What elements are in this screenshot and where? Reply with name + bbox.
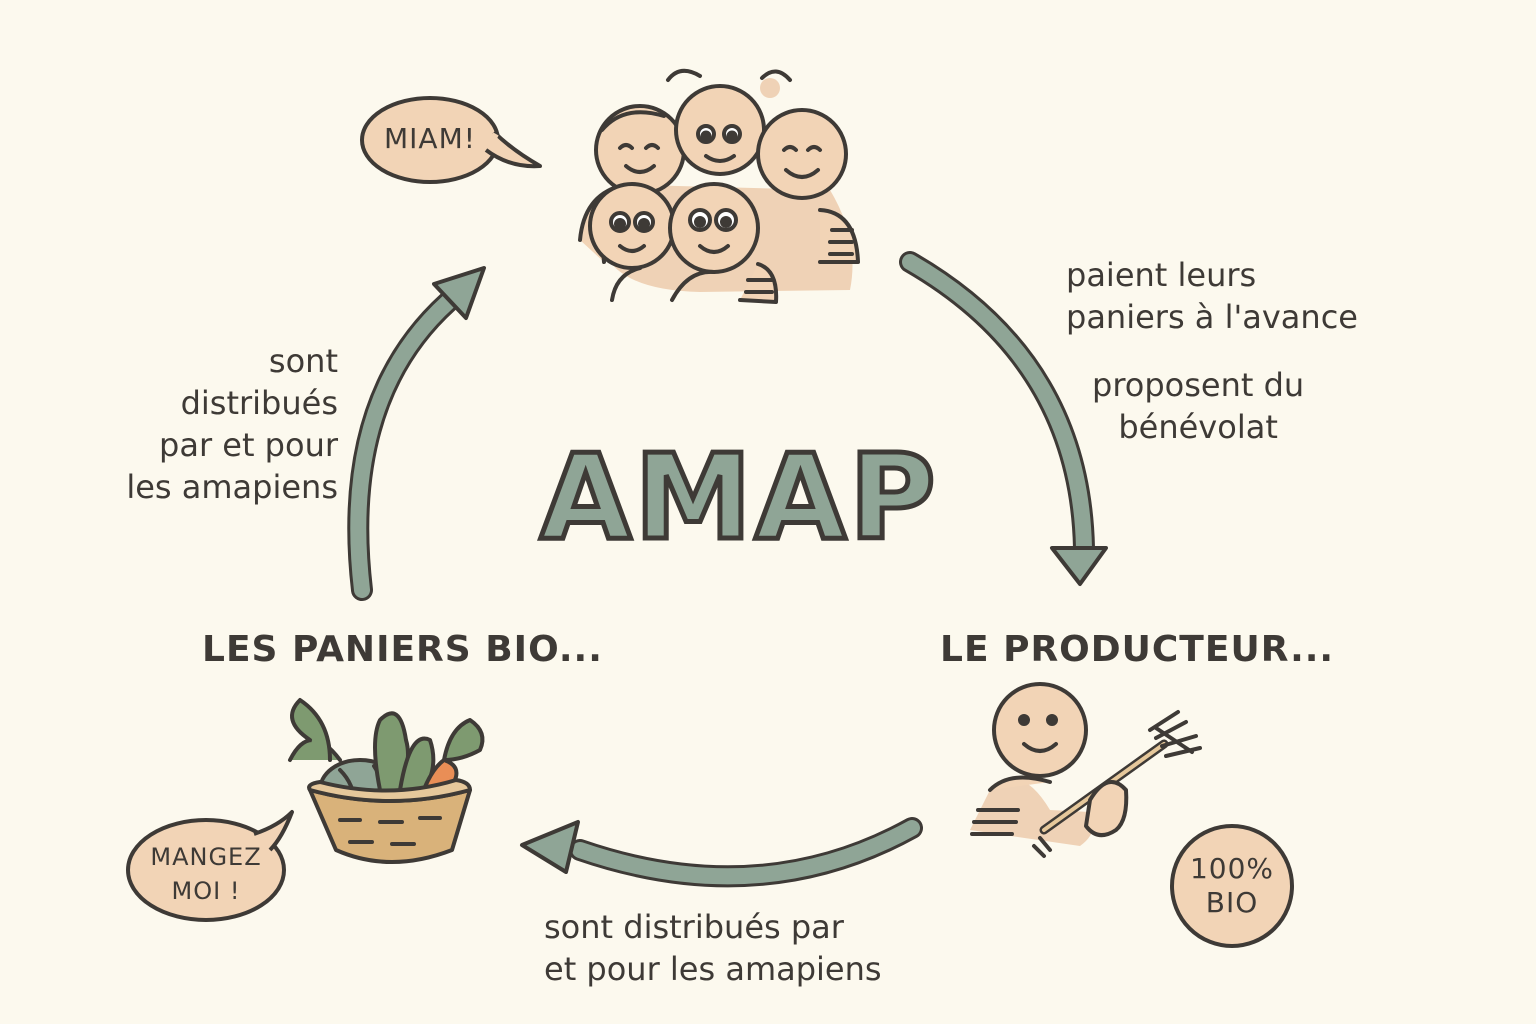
arrow-consumers-to-producer <box>899 251 1108 586</box>
bio-badge-text: 100% BIO <box>1189 852 1275 919</box>
arrow-producer-to-baskets <box>520 817 923 888</box>
vegetable-basket-illustration <box>288 698 485 864</box>
mangez-moi-speech-bubble <box>126 810 294 922</box>
bio-badge <box>1170 824 1294 948</box>
consumers-group-illustration <box>578 68 860 304</box>
miam-speech-bubble <box>360 96 542 184</box>
mangez-moi-speech-text: MANGEZ MOI ! <box>150 843 262 905</box>
miam-speech-text: MIAM! <box>384 122 476 155</box>
producer-illustration <box>970 682 1202 858</box>
edge-label-pay-in-advance: paient leurs paniers à l'avance <box>1066 256 1358 336</box>
edge-label-volunteering: proposent du bénévolat <box>1092 366 1305 446</box>
edge-label-distributed-left: sont distribués par et pour les amapiens <box>126 342 338 506</box>
baskets-heading: LES PANIERS BIO... <box>202 629 603 670</box>
edge-label-distributed-bottom: sont distribués par et pour les amapiens <box>544 908 882 988</box>
producer-heading: LE PRODUCTEUR... <box>940 629 1335 670</box>
arrow-baskets-to-consumers <box>347 266 486 601</box>
diagram-title: AMAP <box>538 428 939 566</box>
